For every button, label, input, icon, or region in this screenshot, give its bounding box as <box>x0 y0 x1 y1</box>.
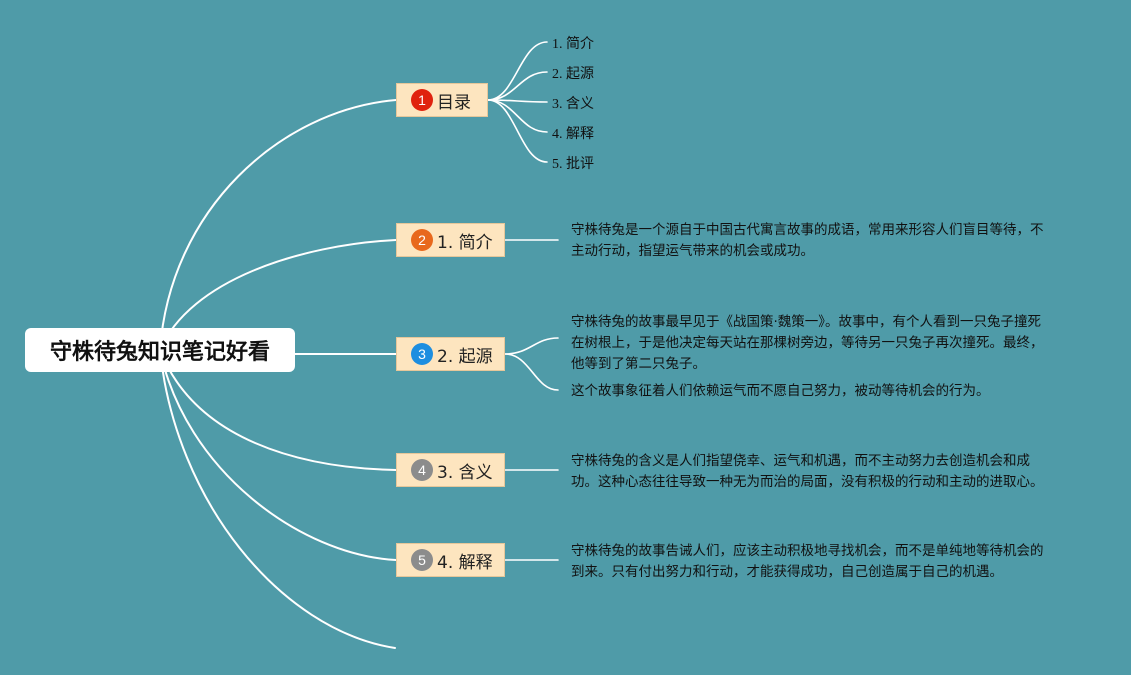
topic-meaning[interactable]: 4 3. 含义 <box>396 453 505 487</box>
badge-5-icon: 5 <box>411 549 433 571</box>
connector-origin-symbol <box>504 353 559 391</box>
toc-item-intro[interactable]: 1. 简介 <box>552 37 594 52</box>
connector-toc-4 <box>487 99 548 133</box>
note-explanation: 守株待兔的故事告诫人们，应该主动积极地寻找机会，而不是单纯地等待机会的 到来。只… <box>571 543 1044 580</box>
connector-origin-story <box>504 337 559 355</box>
note-intro: 守株待兔是一个源自于中国古代寓言故事的成语，常用来形容人们盲目等待，不 主动行动… <box>571 222 1044 259</box>
connector-toc-2 <box>487 71 548 101</box>
toc-item-meaning[interactable]: 3. 含义 <box>552 97 594 112</box>
toc-item-origin[interactable]: 2. 起源 <box>552 67 594 82</box>
badge-4-icon: 4 <box>411 459 433 481</box>
note-origin-symbol: 这个故事象征着人们依赖运气而不愿自己努力，被动等待机会的行为。 <box>571 383 990 399</box>
badge-2-icon: 2 <box>411 229 433 251</box>
connector-root-toc <box>159 99 397 351</box>
connector-root-intro <box>159 239 397 351</box>
topic-label: 目录 <box>437 92 471 113</box>
topic-label: 2. 起源 <box>437 346 493 367</box>
root-title: 守株待兔知识笔记好看 <box>49 340 270 365</box>
note-origin-story: 守株待兔的故事最早见于《战国策·魏策一》。故事中，有个人看到一只兔子撞死 在树根… <box>571 314 1044 372</box>
topic-label: 3. 含义 <box>437 462 493 483</box>
topic-toc[interactable]: 1 目录 <box>396 83 488 117</box>
topic-label: 1. 简介 <box>437 232 493 253</box>
root-node[interactable]: 守株待兔知识笔记好看 <box>25 328 295 372</box>
topic-intro[interactable]: 2 1. 简介 <box>396 223 505 257</box>
badge-3-icon: 3 <box>411 343 433 365</box>
connector-root-empty <box>159 349 396 649</box>
toc-item-criticism[interactable]: 5. 批评 <box>552 157 594 172</box>
topic-origin[interactable]: 3 2. 起源 <box>396 337 505 371</box>
toc-item-explanation[interactable]: 4. 解释 <box>552 127 594 142</box>
topic-explanation[interactable]: 5 4. 解释 <box>396 543 505 577</box>
note-meaning: 守株待兔的含义是人们指望侥幸、运气和机遇，而不主动努力去创造机会和成 功。这种心… <box>571 453 1044 490</box>
connector-toc-1 <box>487 41 548 101</box>
connector-toc-5 <box>487 99 548 163</box>
connector-root-explanation <box>159 349 397 561</box>
connector-root-meaning <box>159 349 397 471</box>
badge-1-icon: 1 <box>411 89 433 111</box>
topic-label: 4. 解释 <box>437 552 493 573</box>
